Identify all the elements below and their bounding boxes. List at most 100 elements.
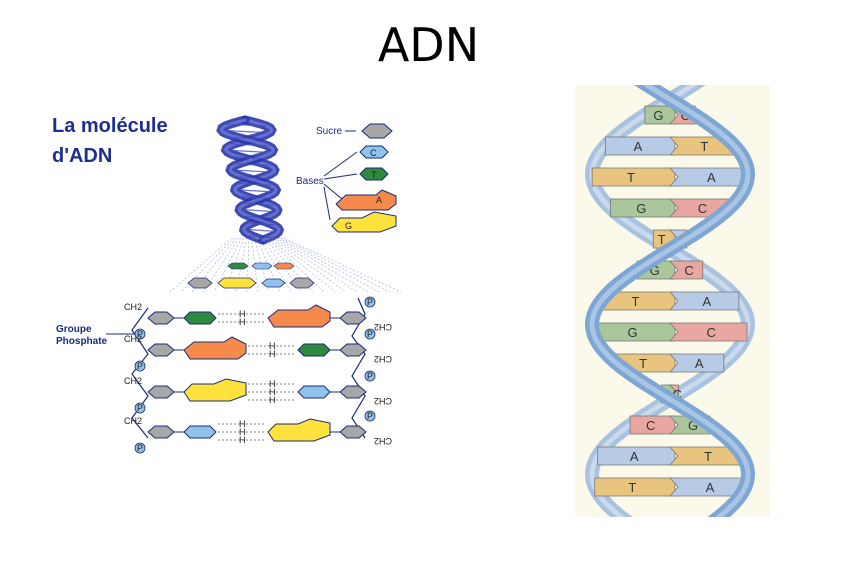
phosphate: P <box>364 296 376 308</box>
hydrogen-bond-label: H <box>239 435 246 445</box>
base-letter-left: A <box>634 139 643 154</box>
legend-letter-a: A <box>376 195 382 205</box>
ch2-label: CH2 <box>374 436 392 446</box>
sugar <box>339 343 367 357</box>
base-c <box>297 385 331 399</box>
base-letter-left: T <box>639 356 647 371</box>
legend-base-g <box>331 211 397 233</box>
base-letter-right: A <box>695 356 704 371</box>
base-c <box>183 425 217 439</box>
legend-base-t <box>359 167 389 181</box>
diagram-heading-line1: La molécule <box>52 115 168 137</box>
phosphate: P <box>134 328 146 340</box>
hydrogen-bond-label: H <box>269 395 276 405</box>
dna-molecule-diagram: La molécule d'ADN Sucre Bases C T A G Gr… <box>52 115 402 454</box>
hydrogen-bond-label: H <box>239 317 246 327</box>
ladder-top <box>187 262 315 289</box>
phosphate-label: P <box>137 329 143 339</box>
legend-label-sugar: Sucre <box>316 126 343 137</box>
base-letter-left: T <box>628 480 636 495</box>
base-letter-left: G <box>650 263 660 278</box>
phosphate-label: P <box>367 329 373 339</box>
ch2-label: CH2 <box>374 322 392 332</box>
phosphate-label: P <box>137 443 143 453</box>
ch2-label: CH2 <box>124 416 142 426</box>
sugar <box>147 343 175 357</box>
legend-base-c <box>359 145 389 159</box>
phosphate-label: P <box>367 297 373 307</box>
phosphate: P <box>134 442 146 454</box>
base-letter-left: G <box>653 108 663 123</box>
page-title: ADN <box>377 18 480 72</box>
ch2-label: CH2 <box>124 302 142 312</box>
legend-sugar <box>361 123 393 139</box>
phosphate-label: P <box>367 371 373 381</box>
base-letter-left: A <box>630 449 639 464</box>
sugar <box>339 425 367 439</box>
base-a <box>267 304 331 328</box>
helix-coil <box>216 115 285 245</box>
phosphate: P <box>364 328 376 340</box>
legend-base-a <box>335 189 397 211</box>
base-letter-right: C <box>706 325 715 340</box>
legend-letter-g: G <box>345 221 352 231</box>
sugar <box>147 385 175 399</box>
phosphate: P <box>364 370 376 382</box>
sugar <box>147 425 175 439</box>
base-letter-left: T <box>632 294 640 309</box>
hydrogen-bond-label: H <box>269 341 276 351</box>
phosphate: P <box>134 360 146 372</box>
hydrogen-bond-label: H <box>269 387 276 397</box>
base-letter-right: A <box>702 294 711 309</box>
base-letter-left: G <box>628 325 638 340</box>
base-letter-left: C <box>646 418 655 433</box>
label-phosphate-group-line2: Phosphate <box>56 336 108 347</box>
base-g <box>267 418 331 442</box>
base-g <box>183 378 247 402</box>
dna-ladder: HHPPCH2CH2HHPPCH2CH2HHHPPCH2CH2HHHPPCH2C… <box>124 296 392 454</box>
hydrogen-bond-label: H <box>269 349 276 359</box>
diagram-heading-line2: d'ADN <box>52 145 112 167</box>
phosphate-label: P <box>137 361 143 371</box>
base-letter-right: A <box>707 170 716 185</box>
label-phosphate-group-line1: Groupe <box>56 324 92 335</box>
helix-front-strand <box>584 85 756 517</box>
base-letter-right: C <box>684 263 693 278</box>
sugar <box>147 311 175 325</box>
ch2-label: CH2 <box>124 376 142 386</box>
base-letter-right: C <box>698 201 707 216</box>
ch2-label: CH2 <box>124 334 142 344</box>
phosphate: P <box>134 402 146 414</box>
base-letter-left: G <box>636 201 646 216</box>
ch2-label: CH2 <box>374 354 392 364</box>
legend-letter-t: T <box>371 170 377 180</box>
sugar <box>339 311 367 325</box>
sugar <box>339 385 367 399</box>
hydrogen-bond-label: H <box>239 427 246 437</box>
base-letter-left: T <box>658 232 666 247</box>
ch2-label: CH2 <box>374 396 392 406</box>
hydrogen-bond-label: H <box>239 309 246 319</box>
base-letter-right: T <box>704 449 712 464</box>
legend: Sucre Bases C T A G <box>296 123 397 233</box>
base-letter-right: C <box>672 387 681 402</box>
base-letter-left: T <box>627 170 635 185</box>
legend-letter-c: C <box>370 148 377 158</box>
legend-label-bases: Bases <box>296 176 324 187</box>
